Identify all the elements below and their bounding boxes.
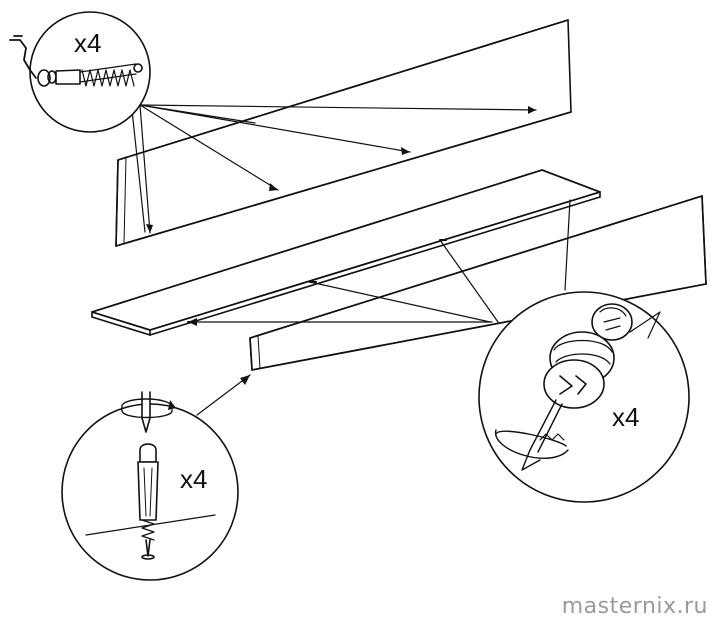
screw-dowel-quantity-label: x4 xyxy=(180,464,208,494)
cam-lock-callout xyxy=(478,291,690,503)
bottom-side-panel xyxy=(249,195,707,371)
right-callout-leaders xyxy=(187,199,571,326)
top-side-panel xyxy=(115,19,572,247)
spring-pin-quantity-label: x4 xyxy=(74,28,102,58)
cam-lock-quantity-label: x4 xyxy=(612,402,640,432)
site-watermark: masternix.ru xyxy=(561,594,708,619)
middle-shelf-board xyxy=(91,169,601,336)
screw-dowel-callout xyxy=(61,374,251,581)
top-callout-leaders xyxy=(131,104,537,234)
spring-pin-callout xyxy=(9,11,151,133)
